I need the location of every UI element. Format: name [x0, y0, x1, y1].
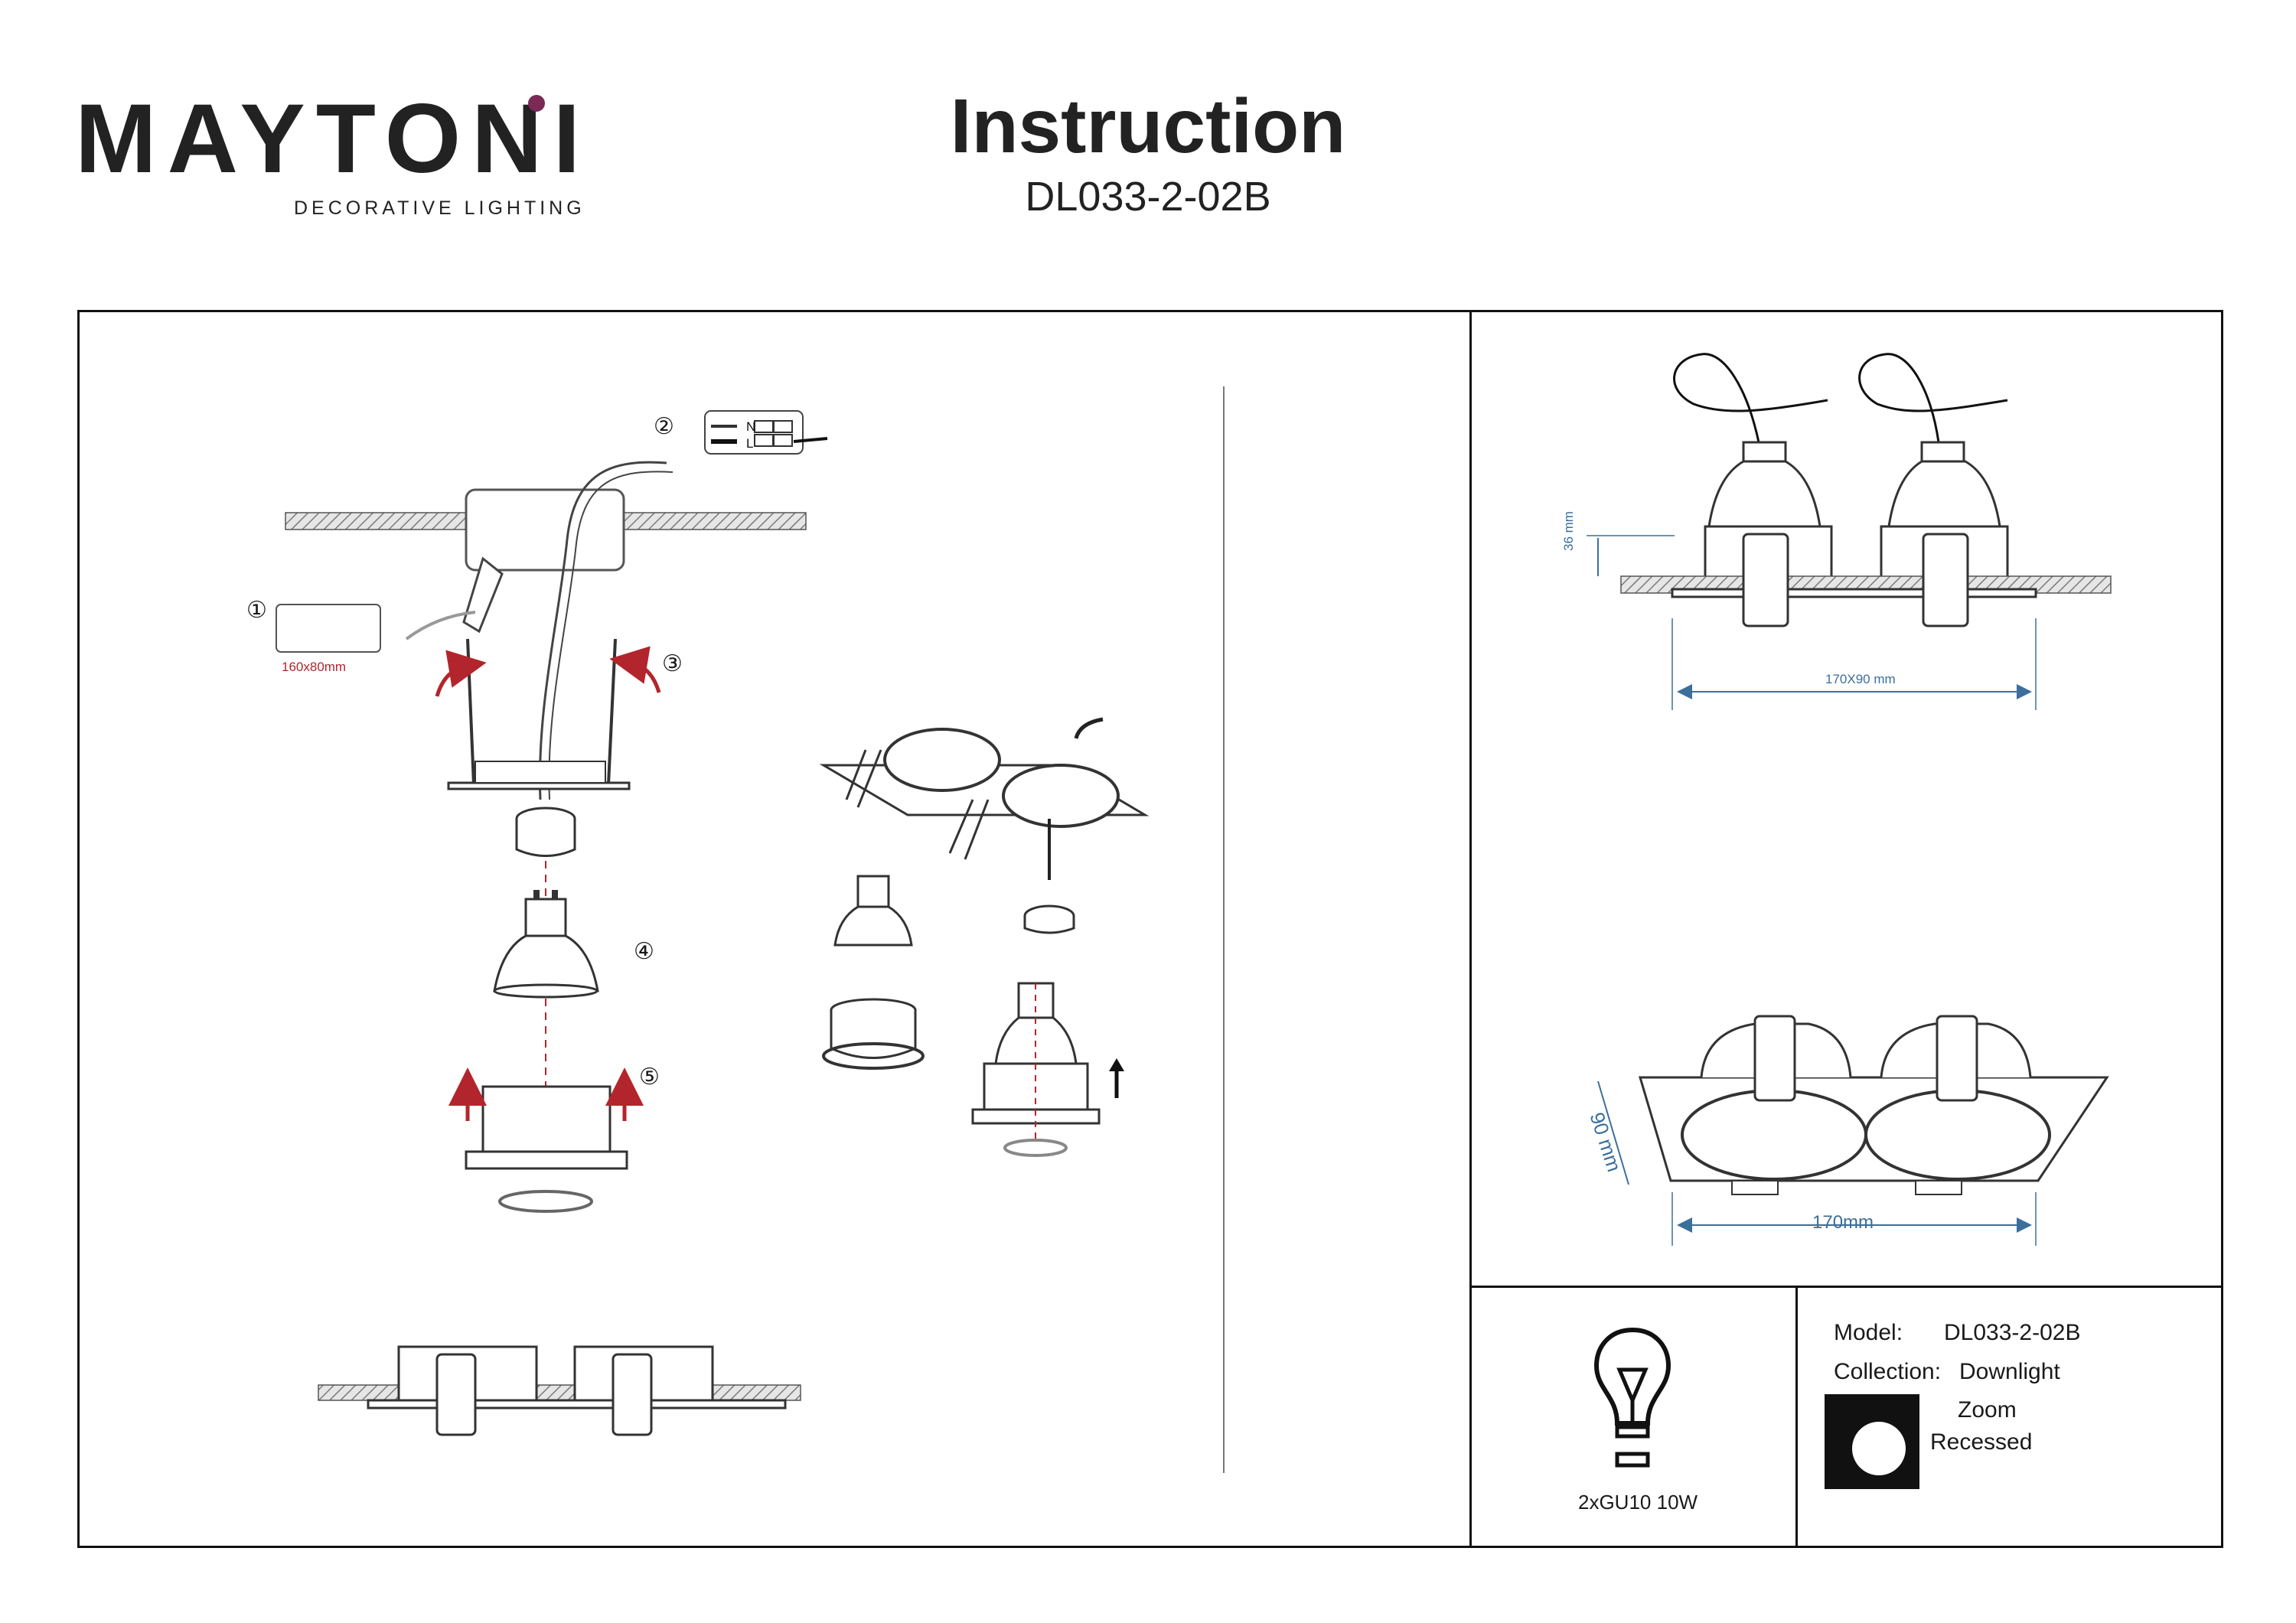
- recessed-label: Recessed: [1930, 1429, 2033, 1455]
- logo-dot: [528, 95, 545, 112]
- wiring-label-n: N: [746, 419, 756, 434]
- model-value: DL033-2-02B: [1944, 1320, 2081, 1345]
- collection-label: Collection:: [1834, 1359, 1942, 1384]
- lamp-spec: 2xGU10 10W: [1578, 1491, 1698, 1514]
- top-width-dimension-label: 170mm: [1812, 1212, 1874, 1233]
- step-2-label: ②: [654, 414, 674, 439]
- zoom-label: Zoom: [1958, 1397, 2017, 1423]
- model-heading: DL033-2-02B: [1025, 174, 1271, 220]
- divider-info-vertical: [1795, 1286, 1798, 1548]
- side-dimension-view: [1587, 353, 2112, 1246]
- step-3-label: ③: [662, 651, 683, 676]
- model-label: Model:: [1834, 1320, 1903, 1345]
- height-dimension-label: 36 mm: [1561, 511, 1576, 551]
- divider-info-horizontal: [1469, 1286, 2223, 1288]
- installation-diagram: [276, 410, 1150, 1436]
- collection-value: Downlight: [1959, 1359, 2060, 1384]
- divider-main-vertical: [1469, 310, 1472, 1548]
- step-5-label: ⑤: [639, 1064, 660, 1090]
- brand-tagline: DECORATIVE LIGHTING: [294, 197, 585, 219]
- side-width-dimension-label: 170X90 mm: [1825, 672, 1896, 686]
- brand-logo-text: MAYTONI: [75, 84, 592, 194]
- step-1-label: ①: [246, 598, 267, 623]
- divider-steps-vertical: [1223, 386, 1225, 1473]
- bulb-icon: [1593, 1327, 1671, 1468]
- wiring-label-l: L: [746, 436, 754, 451]
- page-title: Instruction: [950, 83, 1346, 169]
- step-4-label: ④: [634, 939, 654, 964]
- cutout-size-label: 160x80mm: [282, 660, 347, 674]
- zoom-icon: [1825, 1394, 1919, 1489]
- instruction-frame: [77, 310, 2223, 1548]
